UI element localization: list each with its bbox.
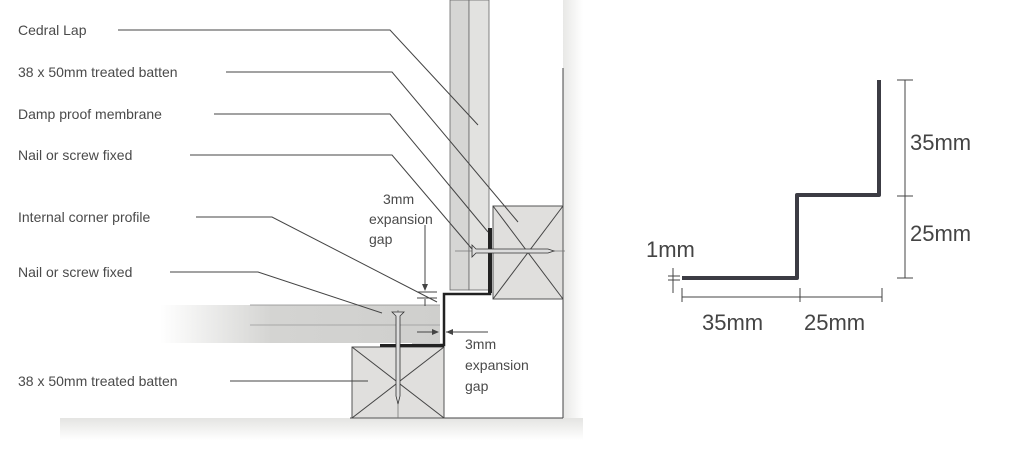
cedral-lap-board [468, 0, 490, 291]
label-batten-bottom: 38 x 50mm treated batten [18, 373, 178, 389]
horizontal-board [160, 325, 440, 343]
dim-height-lower: 25mm [910, 221, 971, 246]
horizontal-board [160, 305, 440, 325]
gap-side-label-2: expansion [465, 357, 529, 373]
wall-shadow-bottom [60, 418, 583, 440]
dim-thickness: 1mm [646, 237, 695, 262]
dim-width-right: 25mm [804, 310, 865, 335]
label-damp-proof-membrane: Damp proof membrane [18, 106, 162, 122]
gap-side-label-3: gap [465, 378, 489, 394]
label-internal-corner-profile: Internal corner profile [18, 209, 151, 225]
wall-shadow-right [563, 0, 583, 440]
profile-dimension-drawing: 35mm 25mm 1mm 35mm 25mm [646, 79, 971, 335]
gap-top-label-3: gap [369, 231, 393, 247]
label-cedral-lap: Cedral Lap [18, 22, 87, 38]
vertical-dimension [897, 79, 913, 279]
thickness-dimension [668, 268, 680, 293]
internal-corner-profile [412, 228, 492, 347]
label-nail-bottom: Nail or screw fixed [18, 264, 132, 280]
profile-shape [682, 80, 881, 280]
dim-width-left: 35mm [702, 310, 763, 335]
label-nail-top: Nail or screw fixed [18, 147, 132, 163]
dim-height-upper: 35mm [910, 130, 971, 155]
leader-lines [118, 29, 519, 382]
nail-horizontal [455, 244, 565, 258]
horizontal-dimension [681, 288, 883, 302]
gap-side-label-1: 3mm [465, 336, 496, 352]
gap-top-label-2: expansion [369, 211, 433, 227]
gap-top-label-1: 3mm [383, 191, 414, 207]
label-batten-top: 38 x 50mm treated batten [18, 64, 178, 80]
gap-side-indicator [417, 329, 488, 335]
nail-vertical [391, 310, 405, 418]
section-detail: Cedral Lap 38 x 50mm treated batten Damp… [18, 0, 583, 440]
gap-top-indicator [417, 225, 437, 306]
